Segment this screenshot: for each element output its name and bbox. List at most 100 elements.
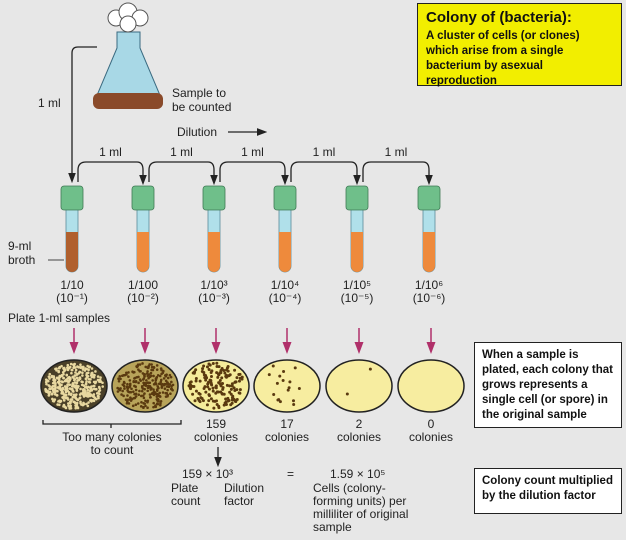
colony [207, 393, 211, 397]
colony [164, 382, 168, 386]
colony [85, 371, 89, 375]
colony [209, 381, 213, 385]
colony [140, 384, 144, 388]
colony-count: 17 [280, 417, 294, 431]
test-tube: 1/10(10⁻¹) [56, 185, 88, 305]
colony [75, 384, 78, 387]
colony [220, 376, 224, 380]
colony [141, 378, 145, 381]
colony [99, 376, 102, 379]
colony [297, 386, 301, 390]
colony [133, 370, 136, 374]
colony [60, 383, 63, 387]
tube-power: (10⁻⁶) [413, 291, 446, 305]
colony [122, 394, 125, 398]
colony [221, 387, 225, 391]
colony [74, 368, 78, 372]
colony [86, 388, 90, 392]
colony [160, 386, 164, 389]
colony [69, 377, 72, 381]
colony [287, 386, 291, 390]
colony [275, 381, 279, 385]
tube-cap [417, 185, 441, 211]
broth-liquid [137, 232, 149, 272]
colony [230, 382, 234, 386]
colony [133, 396, 137, 400]
colony [119, 377, 122, 381]
plate-count-label-2: count [171, 494, 201, 508]
colony [152, 366, 156, 369]
colony [92, 384, 95, 388]
colony [156, 397, 160, 401]
colony [61, 388, 64, 391]
colony [204, 378, 208, 382]
tube-fraction: 1/10⁶ [415, 278, 443, 292]
broth-liquid [208, 232, 220, 272]
colony [141, 372, 145, 375]
colony [87, 380, 91, 384]
colony [223, 371, 227, 375]
colony [169, 387, 173, 391]
colony [235, 376, 239, 380]
colony [222, 368, 226, 372]
colony [74, 404, 77, 407]
colony [68, 365, 72, 369]
colony [54, 383, 57, 387]
colony [69, 398, 73, 401]
colony [67, 392, 71, 396]
colony [191, 392, 195, 396]
colony [159, 403, 162, 407]
colony [141, 394, 145, 397]
colony [63, 369, 66, 373]
colony [235, 397, 239, 401]
colony [86, 392, 89, 395]
colony [163, 387, 167, 390]
dilution-factor-label-2: factor [224, 494, 254, 508]
colony [57, 387, 60, 390]
colony [69, 400, 73, 404]
colony [76, 372, 79, 376]
colony [211, 386, 215, 390]
test-tube: 1/10⁶(10⁻⁶) [413, 185, 446, 305]
colony [146, 370, 149, 373]
colony [127, 371, 130, 374]
tube-power: (10⁻⁵) [341, 291, 374, 305]
colony [139, 405, 143, 408]
colony [79, 387, 82, 391]
colony [45, 382, 48, 386]
colony [126, 394, 129, 397]
dilution-factor-label-1: Dilution [224, 481, 264, 495]
colony [62, 399, 66, 402]
colony [85, 386, 89, 390]
flask-transfer-arrow [68, 46, 97, 184]
transfer-arrow [219, 161, 289, 186]
colony [73, 401, 77, 405]
colony [117, 379, 121, 383]
colony [141, 362, 144, 365]
colony [211, 362, 215, 366]
colony [136, 402, 140, 405]
transfer-arrow [77, 161, 147, 186]
colony-unit: colonies [194, 430, 238, 444]
colony [157, 400, 160, 403]
colony [74, 371, 77, 374]
colony [142, 396, 146, 400]
colony [75, 398, 79, 401]
colony [125, 373, 128, 376]
colony [58, 399, 61, 402]
colony [278, 374, 282, 378]
colony [51, 387, 55, 391]
colony [121, 389, 124, 393]
colony [62, 376, 65, 380]
colony [81, 380, 84, 384]
colony [209, 371, 213, 375]
petri-plate [182, 359, 250, 413]
colony [57, 378, 61, 381]
colony [292, 403, 296, 407]
colony [142, 402, 145, 405]
colony [94, 370, 97, 373]
colony [165, 392, 169, 395]
colony [219, 390, 223, 394]
colony [87, 401, 90, 404]
colony [129, 390, 133, 394]
